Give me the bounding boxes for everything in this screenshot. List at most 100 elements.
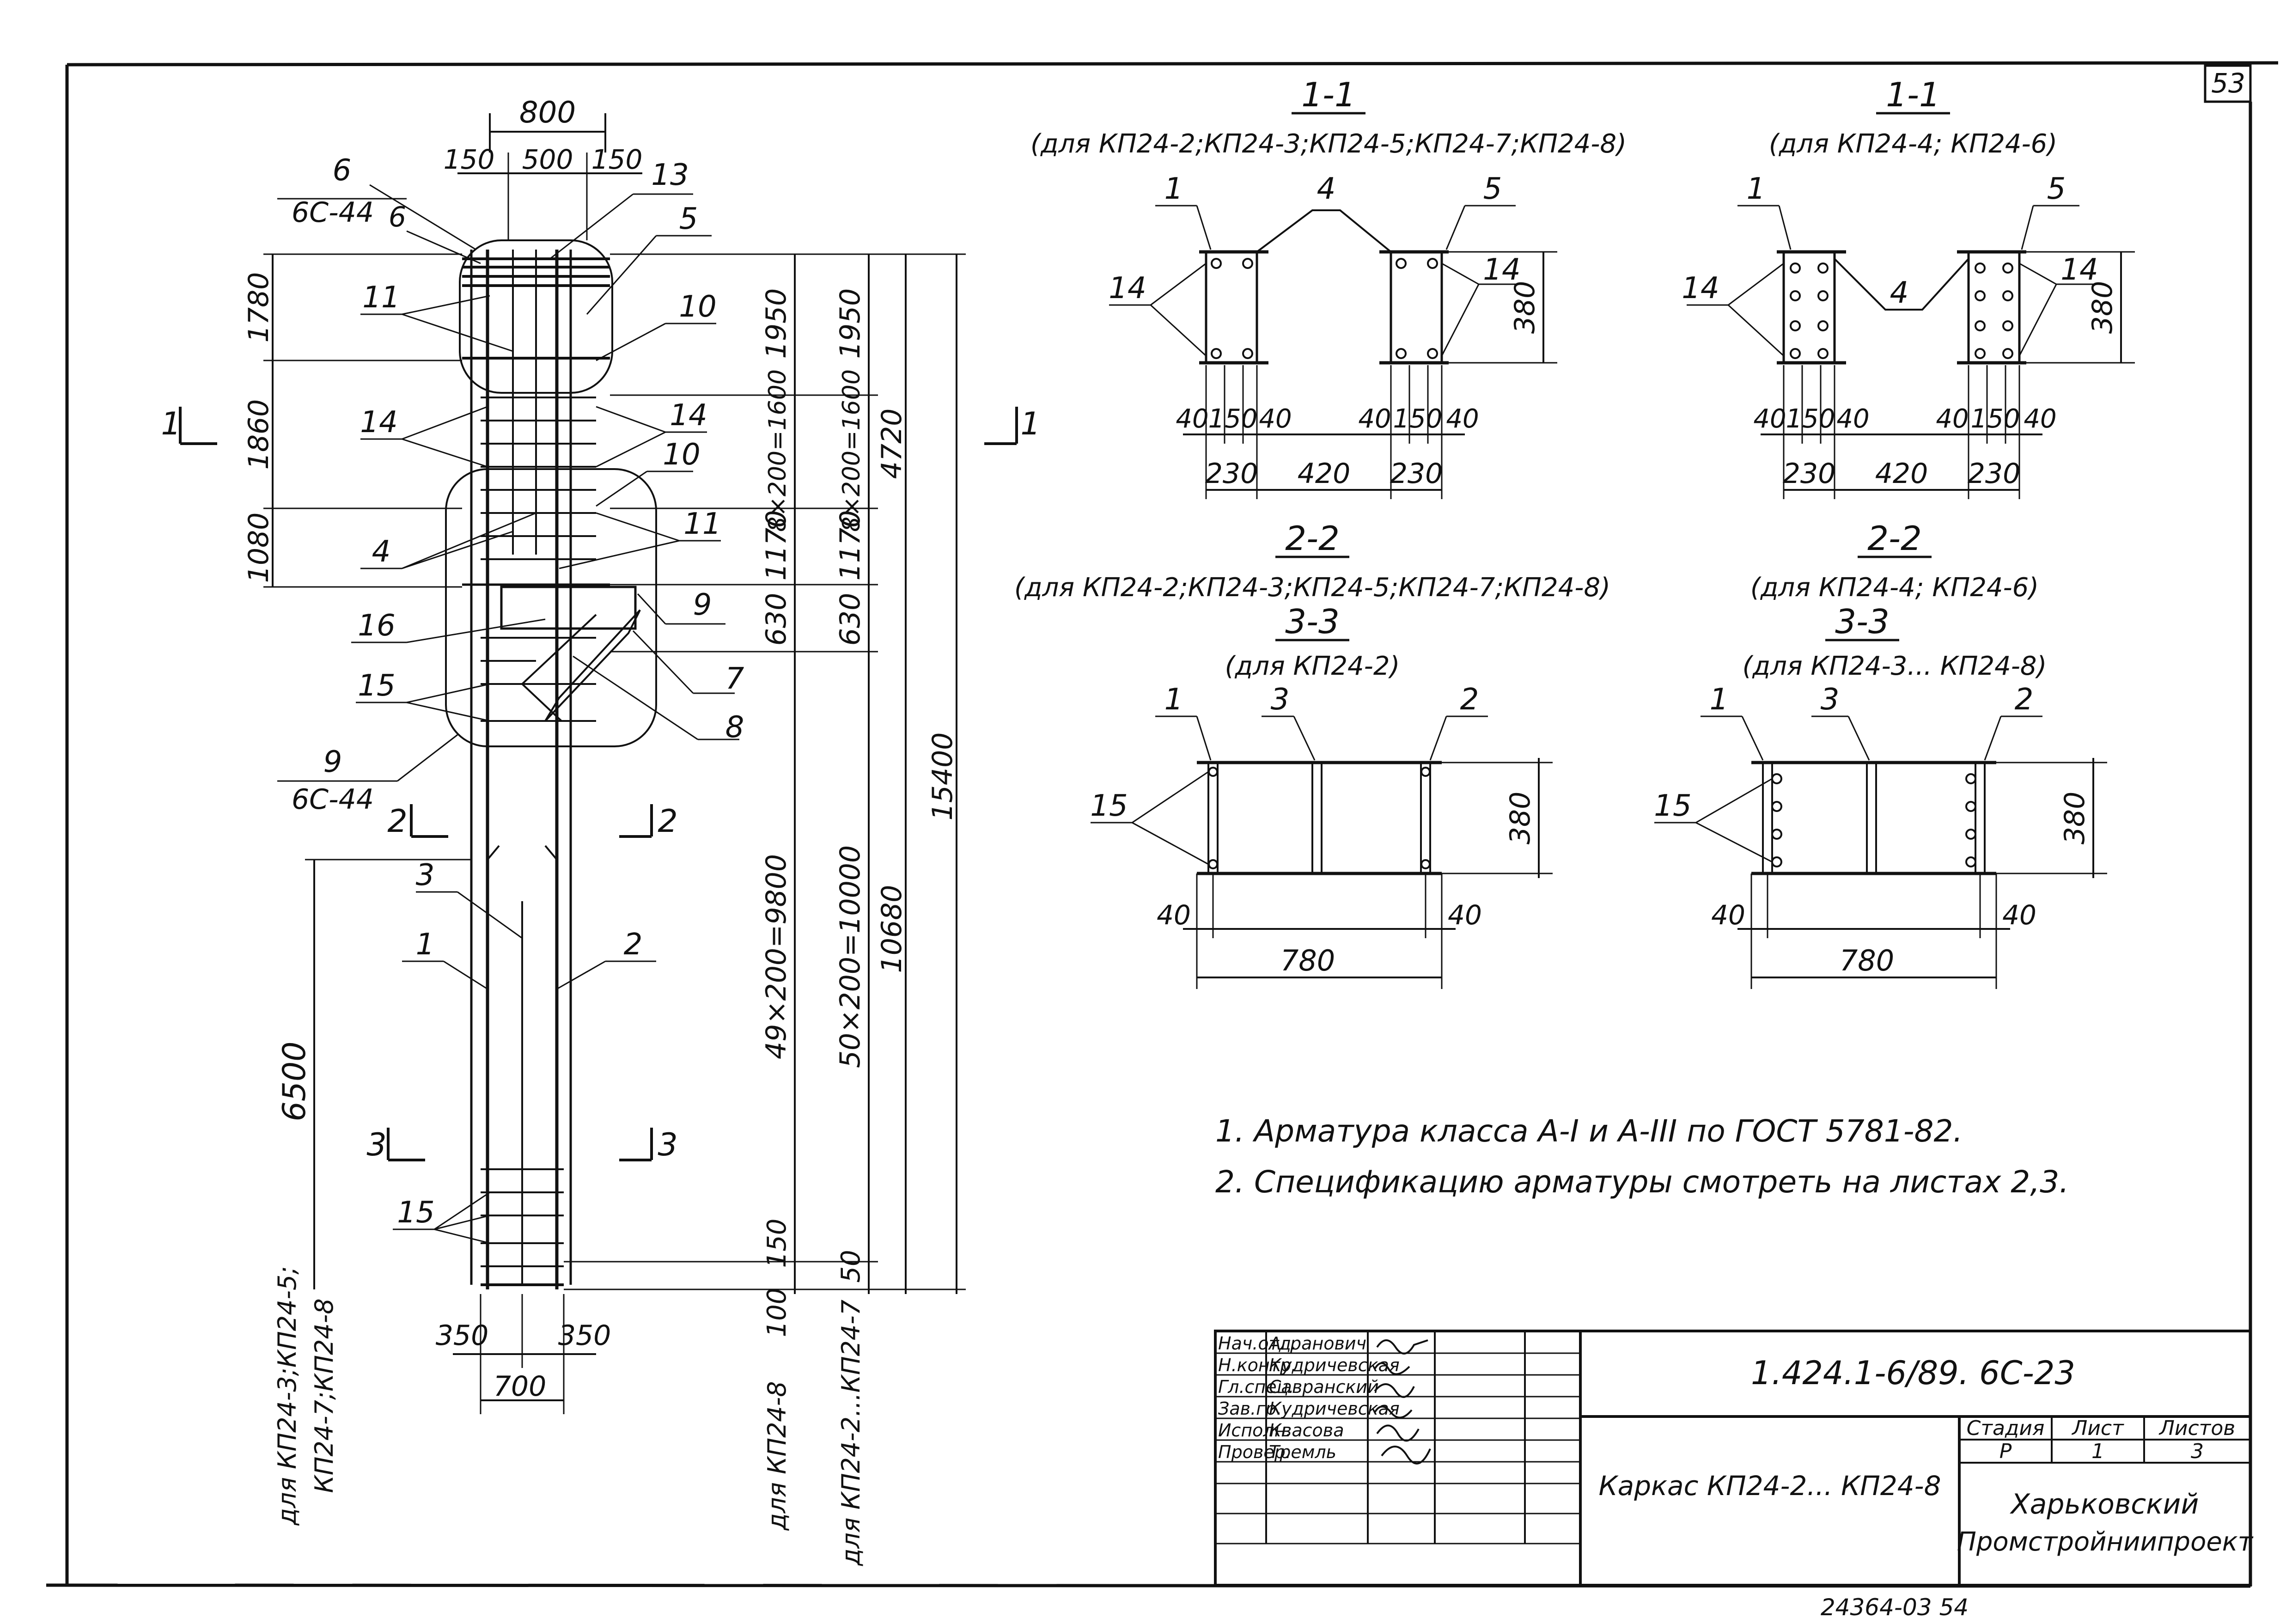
section-1-1-a-subtitle: (для КП24-2;КП24-3;КП24-5;КП24-7;КП24-8) [1030,129,1627,159]
dim-col1-100: 100 [762,1288,792,1337]
sec-a-dim-230-2: 230 [1390,458,1443,490]
callout-3: 3 [416,858,435,892]
dim-6500: 6500 [276,1041,313,1121]
section-1-1-b: 1-1 (для КП24-4; КП24-6) 1 4 5 14 [1682,75,2135,499]
dim-10680: 10680 [876,885,908,973]
callout-9: 9 [693,588,712,622]
dim-bottom-700: 700 [494,1370,547,1403]
section-1-1-b-subtitle: (для КП24-4; КП24-6) [1769,129,2057,159]
section-mark-3-right: 3 [658,1127,677,1163]
dim-col1-150: 150 [762,1219,792,1268]
callout-6c44-top: 6С-44 [292,196,374,229]
tb-sheets-header: Листов [2158,1416,2235,1440]
sheet-number: 53 [2211,67,2245,99]
sec-a-dim-380: 380 [1509,281,1541,334]
dim-col2-50: 50 [836,1250,866,1282]
dim-col1-1950: 1950 [760,288,792,359]
dim-col2-10000: 50×200=10000 [834,845,866,1068]
dim-left-1080: 1080 [243,513,275,583]
sec-b-dim-380: 380 [2086,281,2119,334]
sec-b-label-14-left: 14 [1682,271,1719,305]
sec-b-dim-420: 420 [1875,458,1928,490]
dim-col1-1170: 1170 [760,510,792,581]
callout-14-left: 14 [360,405,397,440]
callout-11-mid: 11 [683,507,721,541]
vnote-col2: для КП24-2...КП24-7 [836,1300,866,1566]
tb-role-2: Гл.спец. [1218,1377,1294,1397]
sec-a-dim-40-3: 40 [1358,404,1391,434]
tb-drawing-title: Каркас КП24-2... КП24-8 [1598,1470,1941,1502]
tb-name-1: Кудричевская [1269,1355,1400,1375]
sec-c-dim-40-right: 40 [1448,899,1482,931]
section-1-1-b-title: 1-1 [1886,75,1940,114]
callout-7: 7 [725,662,744,696]
callout-9-bottom: 9 [323,745,342,779]
elevation-view: 800 150 500 150 [161,96,1040,1566]
callout-8: 8 [725,710,744,745]
vnote-left-b: КП24-7;КП24-8 [310,1298,339,1493]
sec-a-dim-40-1: 40 [1176,404,1208,434]
tb-stage: Р [1999,1440,2012,1463]
sec-b-dim-230-1: 230 [1783,458,1836,490]
dim-top-part-2: 500 [522,144,573,175]
callout-10-mid: 10 [663,438,700,472]
sec-d-dim-40-left: 40 [1711,899,1745,931]
dim-left-1780: 1780 [243,272,275,343]
tb-sheet-header: Лист [2071,1416,2124,1440]
callout-10-top: 10 [679,290,716,324]
vnote-col1: для КП24-8 [762,1381,792,1531]
sec-d-dim-40-right: 40 [2002,899,2036,931]
dim-col1-1600: 8×200=1600 [764,369,792,532]
section-2-2-3-3-b: 2-2 (для КП24-4; КП24-6) 3-3 (для КП24-3… [1654,519,2107,989]
section-mark-3-left: 3 [366,1127,386,1163]
section-mark-2-left: 2 [387,803,407,840]
tb-name-3: Кудричевская [1269,1398,1400,1419]
sec-d-label-1: 1 [1710,683,1729,717]
sec-b-dim-150-2: 150 [1971,404,2020,434]
callout-15-bottom: 15 [397,1196,434,1230]
callout-11-top: 11 [362,281,400,315]
sec-b-label-1: 1 [1747,172,1766,206]
section-2-2-a-subtitle: (для КП24-2;КП24-3;КП24-5;КП24-7;КП24-8) [1014,573,1610,603]
signatures [1374,1339,1431,1465]
tb-sheets: 3 [2191,1440,2204,1463]
sec-a-label-5: 5 [1483,172,1502,206]
tb-role-0: Нач.отд. [1218,1333,1297,1354]
sec-a-label-14-right: 14 [1483,253,1520,287]
tb-role-4: Исполн. [1218,1420,1292,1441]
tb-sheet: 1 [2091,1440,2104,1463]
sec-c-dim-40-left: 40 [1157,899,1191,931]
section-1-1-a: 1-1 (для КП24-2;КП24-3;КП24-5;КП24-7;КП2… [1030,75,1627,499]
dim-bottom-350-right: 350 [558,1319,611,1352]
dim-col1-9800: 49×200=9800 [760,854,792,1059]
sec-a-label-14-left: 14 [1109,271,1146,305]
sec-b-dim-40-4: 40 [2024,404,2056,434]
callout-14-right: 14 [670,398,707,433]
sec-c-label-15: 15 [1090,789,1128,823]
vnote-left-a: для КП24-3;КП24-5; [273,1266,302,1526]
sec-a-dim-150-1: 150 [1208,404,1258,434]
sec-d-dim-380: 380 [2059,792,2091,845]
tb-name-0: Агранович [1268,1333,1366,1354]
tb-role-3: Зав.гр. [1218,1398,1282,1419]
callout-13: 13 [651,158,689,192]
tb-code: 1.424.1-6/89. 6С-23 [1751,1354,2075,1392]
callout-1: 1 [416,928,435,962]
sec-a-dim-230-1: 230 [1205,458,1258,490]
sec-b-dim-230-2: 230 [1968,458,2021,490]
dim-col2-1600: 8×200=1600 [838,369,866,532]
dim-bottom-350-left: 350 [436,1319,489,1352]
section-mark-2-right: 2 [658,803,677,840]
note-1: 1. Арматура класса А-I и А-III по ГОСТ 5… [1215,1113,1963,1149]
sec-c-label-3: 3 [1271,683,1290,717]
callout-6-second: 6 [389,201,406,233]
sec-d-label-15: 15 [1654,789,1691,823]
section-2-2-3-3-a: 2-2 (для КП24-2;КП24-3;КП24-5;КП24-7;КП2… [1014,519,1610,989]
dim-col2-1170: 1170 [834,510,866,581]
sec-b-label-4: 4 [1890,276,1909,310]
sec-b-label-5: 5 [2047,172,2066,206]
title-block: Нач.отд. Агранович Н.контр. Кудричевская… [1214,1330,2254,1587]
section-3-3-a-title: 3-3 [1285,602,1340,641]
sec-b-label-14-right: 14 [2060,253,2098,287]
